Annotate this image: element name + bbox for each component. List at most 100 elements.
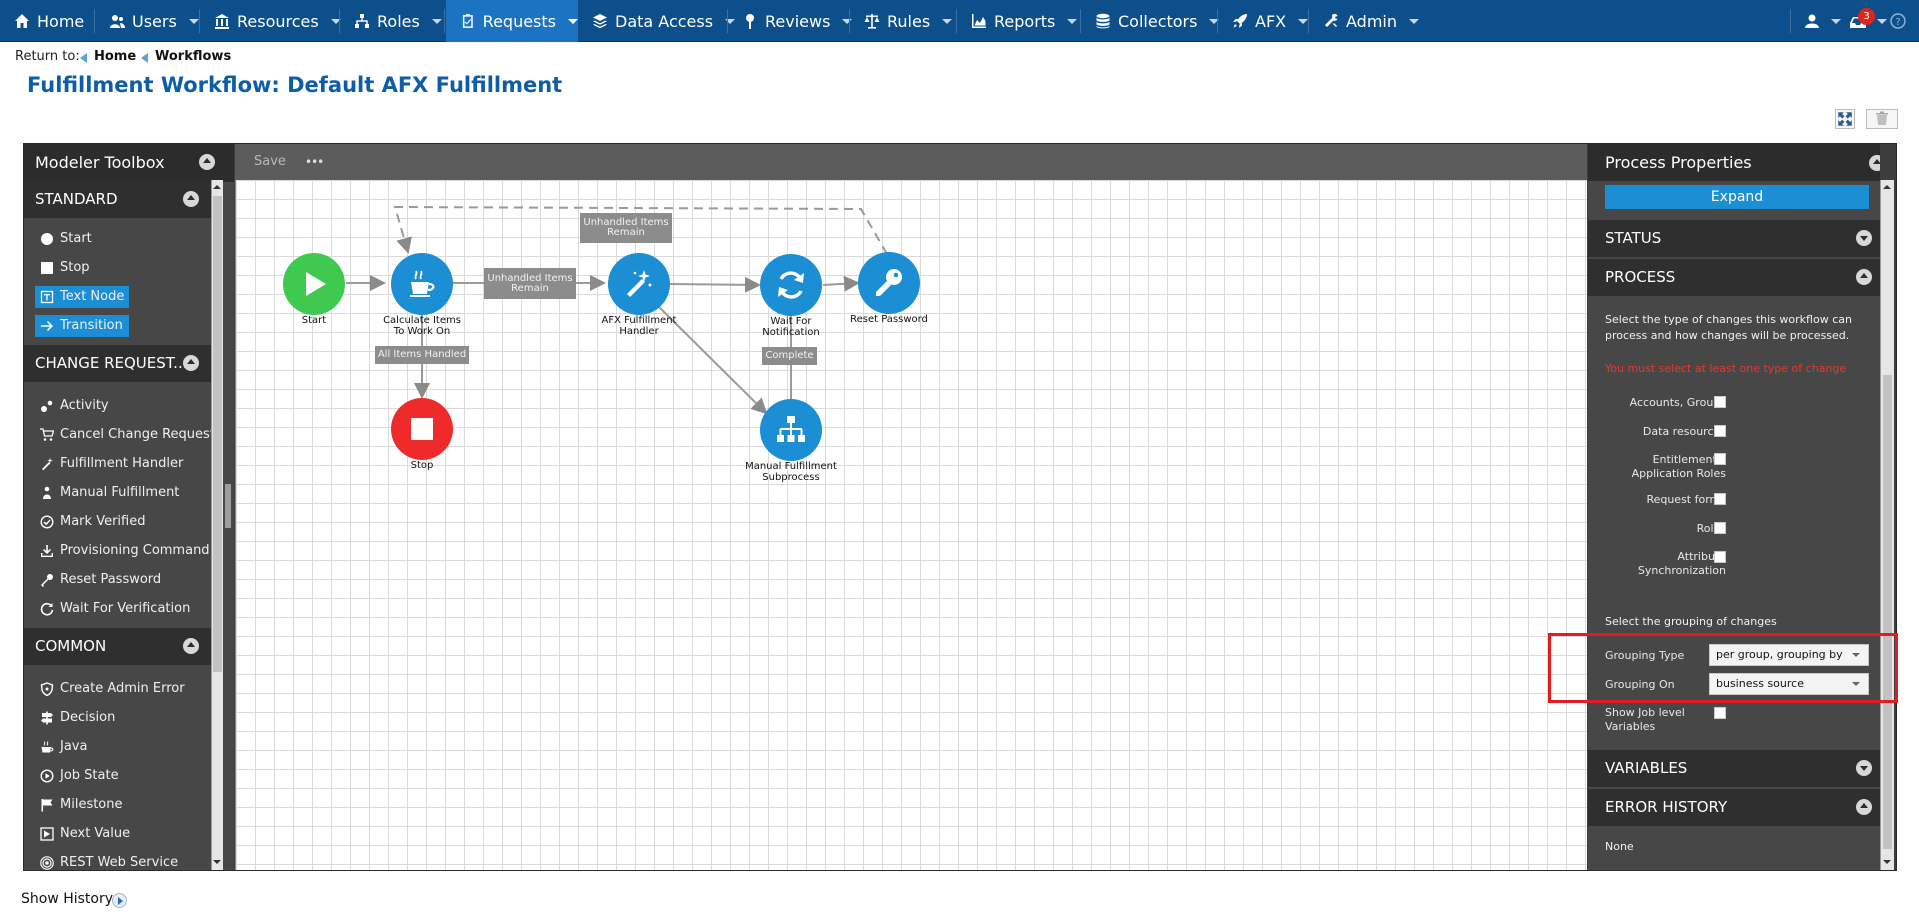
nav-admin-label: Admin — [1346, 12, 1397, 31]
scroll-up-icon[interactable] — [1882, 182, 1892, 192]
section-process[interactable]: PROCESS — [1588, 259, 1880, 296]
section-label: CHANGE REQUEST... — [35, 354, 187, 372]
scroll-up-icon[interactable] — [212, 182, 222, 192]
collapse-icon[interactable] — [199, 154, 215, 170]
section-variables[interactable]: VARIABLES — [1588, 750, 1880, 787]
toolbox-item-label: Mark Verified — [60, 514, 145, 529]
toolbox-item-decision[interactable]: Decision — [35, 707, 201, 729]
toolbox-item-cancel-change-request[interactable]: Cancel Change Request — [35, 424, 201, 446]
expand-icon[interactable] — [1856, 230, 1872, 246]
nav-rules[interactable]: Rules — [850, 0, 952, 42]
collapse-icon[interactable] — [183, 355, 199, 371]
breadcrumb-workflows-link[interactable]: Workflows — [155, 49, 231, 64]
node-stop[interactable] — [391, 398, 453, 460]
collapse-icon[interactable] — [1869, 155, 1880, 171]
toolbox-item-activity[interactable]: Activity — [35, 395, 201, 417]
nav-requests[interactable]: Requests — [446, 0, 578, 42]
node-reset-password[interactable] — [858, 252, 920, 314]
node-wait-for-notification[interactable] — [760, 254, 822, 316]
toolbox-item-manual-fulfillment[interactable]: Manual Fulfillment — [35, 482, 201, 504]
trash-icon — [1874, 110, 1890, 126]
nav-roles[interactable]: Roles — [340, 0, 442, 42]
expand-icon[interactable] — [1856, 760, 1872, 776]
signpost-icon — [40, 711, 54, 725]
node-afx-fulfillment-handler[interactable] — [608, 253, 670, 315]
help-button[interactable]: ? — [1884, 0, 1906, 42]
edge-label-unhandled-items-remain[interactable]: Unhandled Items Remain — [484, 268, 576, 299]
attribute-sync-checkbox[interactable] — [1714, 551, 1726, 563]
expand-button[interactable]: Expand — [1605, 185, 1869, 209]
toolbox-item-reset-password[interactable]: Reset Password — [35, 569, 201, 591]
toolbox-item-java[interactable]: Java — [35, 736, 201, 758]
edge-label-complete[interactable]: Complete — [762, 347, 817, 365]
toolbox-item-label: Stop — [60, 260, 90, 275]
nav-resources[interactable]: Resources — [200, 0, 341, 42]
key-icon — [872, 266, 906, 300]
chevron-down-icon — [1409, 19, 1419, 24]
node-calculate-items[interactable] — [391, 253, 453, 315]
area-chart-icon — [971, 13, 987, 29]
toolbox-scrollbar-thumb[interactable] — [213, 196, 222, 672]
data-resources-checkbox[interactable] — [1714, 425, 1726, 437]
section-error-history[interactable]: ERROR HISTORY — [1588, 789, 1880, 826]
more-options-button[interactable]: ••• — [305, 155, 323, 169]
users-icon — [109, 13, 125, 29]
toolbox-item-fulfillment-handler[interactable]: Fulfillment Handler — [35, 453, 201, 475]
toolbox-item-job-state[interactable]: Job State — [35, 765, 201, 787]
toolbox-item-start[interactable]: Start — [35, 228, 201, 250]
edge-afx-handler-to-wait[interactable] — [669, 284, 759, 285]
section-status[interactable]: STATUS — [1588, 220, 1880, 257]
nav-afx[interactable]: AFX — [1218, 0, 1308, 42]
scroll-down-icon[interactable] — [1882, 857, 1892, 867]
node-start[interactable] — [283, 253, 345, 315]
toolbox-item-mark-verified[interactable]: Mark Verified — [35, 511, 201, 533]
collapse-icon[interactable] — [183, 638, 199, 654]
toolbox-item-next-value[interactable]: Next Value — [35, 823, 201, 845]
magic-wand-icon — [622, 267, 656, 301]
nav-home[interactable]: Home — [0, 0, 84, 42]
chevron-down-icon — [432, 19, 442, 24]
scale-icon — [864, 13, 880, 29]
left-panel-resize-handle[interactable] — [225, 484, 231, 528]
toolbox-item-provisioning-command[interactable]: Provisioning Command — [35, 540, 201, 562]
chevron-right-icon[interactable] — [112, 893, 127, 908]
activity-icon — [40, 399, 54, 413]
toolbox-item-wait-for-verification[interactable]: Wait For Verification — [35, 598, 201, 620]
nav-admin[interactable]: Admin — [1309, 0, 1419, 42]
collapse-icon[interactable] — [1856, 799, 1872, 815]
save-button[interactable]: Save — [254, 154, 286, 169]
collapse-icon[interactable] — [183, 191, 199, 207]
request-forms-checkbox[interactable] — [1714, 493, 1726, 505]
delete-button[interactable] — [1866, 109, 1898, 129]
toolbox-item-create-admin-error[interactable]: Create Admin Error — [35, 678, 201, 700]
breadcrumb-home-link[interactable]: Home — [94, 49, 136, 64]
nav-reports[interactable]: Reports — [957, 0, 1077, 42]
node-label: Reset Password — [844, 314, 934, 325]
user-menu[interactable] — [1796, 0, 1841, 42]
toolbox-item-rest-web-service[interactable]: REST Web Service — [35, 852, 201, 870]
collapse-icon[interactable] — [1856, 269, 1872, 285]
roles-checkbox[interactable] — [1714, 522, 1726, 534]
nav-reviews[interactable]: Reviews — [728, 0, 852, 42]
show-history-link[interactable]: Show History — [21, 891, 113, 907]
breadcrumb-prefix: Return to: — [15, 49, 80, 64]
node-label: Calculate Items To Work On — [380, 315, 464, 337]
edge-wait-to-reset-password[interactable] — [823, 283, 858, 285]
node-manual-fulfillment-subprocess[interactable] — [760, 399, 822, 461]
toolbox-item-stop[interactable]: Stop — [35, 257, 201, 279]
edge-label-all-items-handled[interactable]: All Items Handled — [375, 346, 469, 364]
nav-users[interactable]: Users — [95, 0, 199, 42]
nav-collectors[interactable]: Collectors — [1081, 0, 1219, 42]
chevron-down-icon — [942, 19, 952, 24]
toolbox-item-text-node[interactable]: Text Node — [35, 286, 129, 308]
properties-scrollbar-thumb[interactable] — [1883, 375, 1892, 849]
scroll-down-icon[interactable] — [212, 857, 222, 867]
edge-label-unhandled-items-remain[interactable]: Unhandled Items Remain — [580, 213, 672, 243]
accounts-groups-checkbox[interactable] — [1714, 396, 1726, 408]
show-job-vars-checkbox[interactable] — [1714, 707, 1726, 719]
toolbox-item-transition[interactable]: Transition — [35, 315, 129, 337]
nav-data-access[interactable]: Data Access — [578, 0, 735, 42]
entitlements-checkbox[interactable] — [1714, 453, 1726, 465]
fullscreen-button[interactable] — [1835, 109, 1855, 129]
toolbox-item-milestone[interactable]: Milestone — [35, 794, 201, 816]
